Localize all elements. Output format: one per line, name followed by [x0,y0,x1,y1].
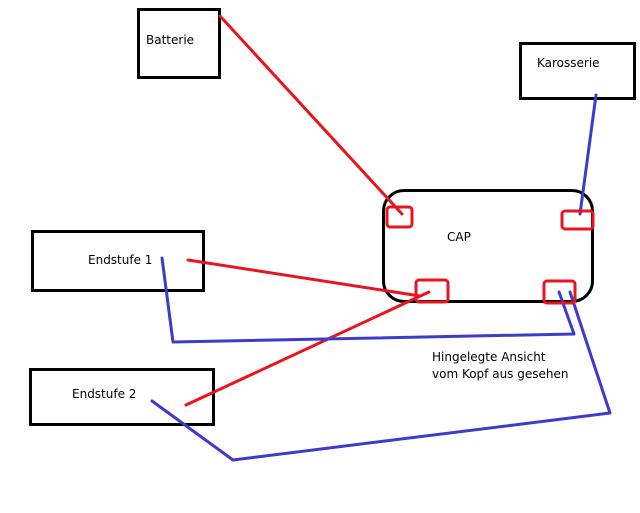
endstufe2-box [29,368,215,426]
wire-batterie-to-cap [218,14,404,216]
karosserie-box [519,42,636,100]
terminal-bottom-left [414,278,450,304]
cap-label: CAP [447,230,471,244]
ground-wires [150,93,612,462]
terminal-bottom-right [542,279,577,305]
batterie-box [137,8,221,79]
karosserie-label: Karosserie [537,56,600,70]
batterie-label: Batterie [146,33,195,47]
view-note-line-1: Hingelegte Ansicht [432,350,546,364]
wire-endstufe2-ground [150,290,612,462]
positive-wires [184,14,431,407]
wire-karosserie-to-cap [578,93,598,216]
view-note-line-2: vom Kopf aus gesehen [432,367,569,381]
cap-terminals [385,205,595,305]
wire-endstufe1-to-cap [186,258,422,298]
wire-endstufe2-to-cap [184,290,431,407]
terminal-top-left [385,205,414,229]
cap-box [382,189,594,303]
view-note: Hingelegte Ansicht vom Kopf aus gesehen [432,349,568,383]
endstufe1-box [31,230,205,292]
wire-endstufe1-ground [160,256,576,344]
terminal-top-right [560,209,595,231]
endstufe2-label: Endstufe 2 [72,387,137,401]
endstufe1-label: Endstufe 1 [88,253,153,267]
